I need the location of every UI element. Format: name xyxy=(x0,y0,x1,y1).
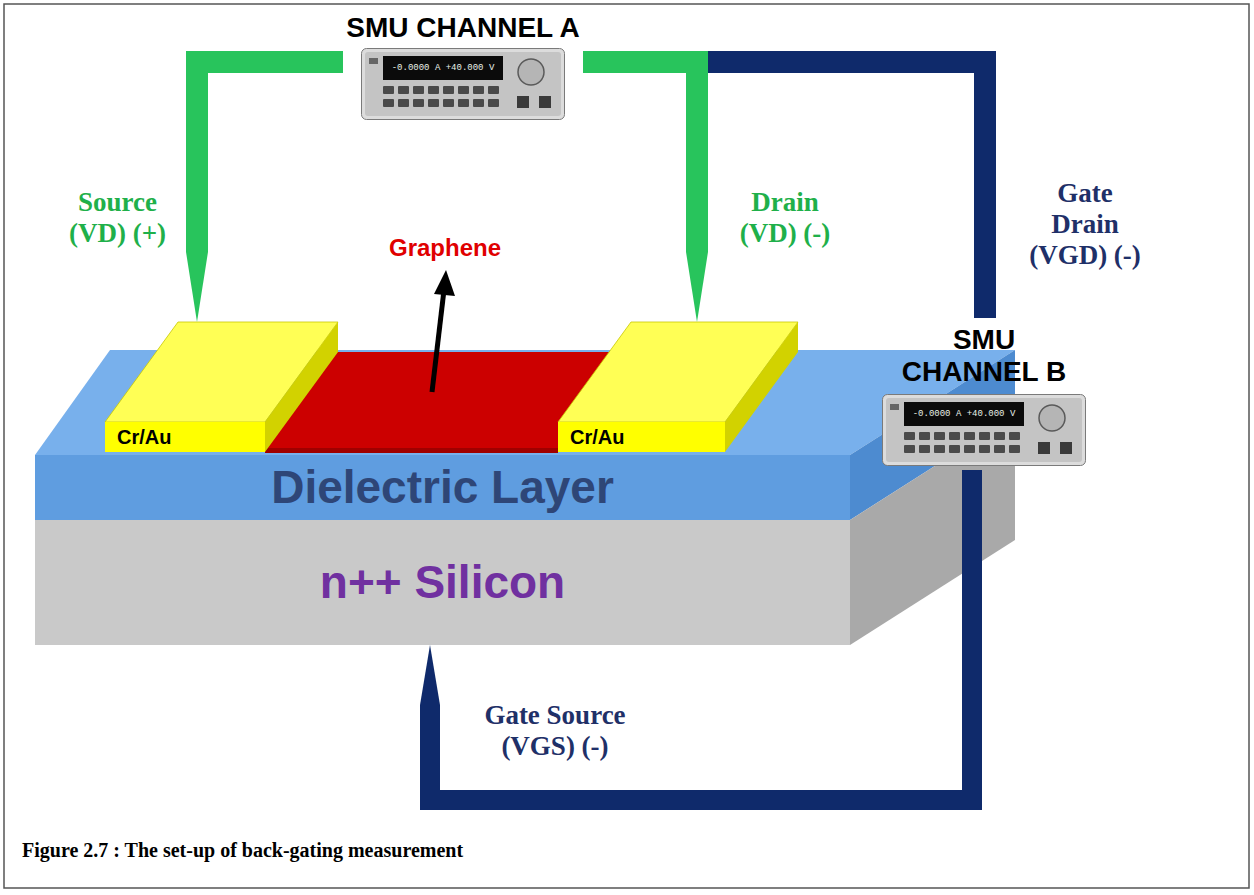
instrument-output-key xyxy=(517,96,529,108)
instrument-screen xyxy=(904,402,1024,426)
instrument-key xyxy=(919,432,930,440)
cr-au-pad: Cr/Au xyxy=(105,322,338,452)
instrument-key xyxy=(443,99,454,107)
instrument-title: SMU CHANNEL B xyxy=(894,324,1074,388)
instrument-key xyxy=(398,99,409,107)
pad-label: Cr/Au xyxy=(105,422,265,452)
instrument-panel xyxy=(365,52,561,116)
instrument-key xyxy=(473,99,484,107)
instrument-key xyxy=(413,99,424,107)
instrument-output-key xyxy=(1038,442,1050,454)
instrument-key xyxy=(904,432,915,440)
instrument-key xyxy=(428,86,439,94)
instrument-key xyxy=(949,432,960,440)
instrument-title: SMU CHANNEL A xyxy=(343,12,583,44)
cr-au-pad: Cr/Au xyxy=(558,322,798,452)
instrument-screen xyxy=(383,56,503,80)
dielectric-layer: Dielectric Layer xyxy=(35,455,850,520)
instrument-key xyxy=(383,99,394,107)
instrument-key xyxy=(413,86,424,94)
source-probe xyxy=(186,62,343,322)
instrument-output-key xyxy=(539,96,551,108)
wire-label: Source (VD) (+) xyxy=(60,187,175,249)
instrument-key xyxy=(1009,432,1020,440)
instrument-key xyxy=(488,86,499,94)
instrument-key xyxy=(1009,445,1020,453)
instrument-output-key xyxy=(1060,442,1072,454)
wire-label: Gate Drain (VGD) (-) xyxy=(1025,178,1145,271)
instrument-key xyxy=(458,86,469,94)
pad-front-face xyxy=(558,422,725,452)
instrument-panel xyxy=(886,398,1082,462)
silicon-substrate: n++ Silicon xyxy=(35,520,850,645)
instrument-key xyxy=(949,445,960,453)
instrument-knob xyxy=(1039,405,1065,431)
drain-probe xyxy=(583,62,708,322)
pad-side-face xyxy=(725,322,798,452)
figure-caption: Figure 2.7 : The set-up of back-gating m… xyxy=(22,838,463,862)
instrument-key xyxy=(919,445,930,453)
callout-label: Graphene xyxy=(385,234,505,262)
gate-drain-wire xyxy=(583,62,985,318)
instrument-key xyxy=(964,432,975,440)
leader-arrowhead xyxy=(434,270,455,296)
smu-symbol xyxy=(882,394,1086,466)
wire-label: Drain (VD) (-) xyxy=(725,187,845,249)
leader-arrow xyxy=(432,290,444,392)
instrument-key xyxy=(428,99,439,107)
instrument-key xyxy=(934,445,945,453)
instrument-key xyxy=(994,432,1005,440)
wire-line xyxy=(197,62,343,252)
wire-line xyxy=(583,62,985,318)
instrument-key xyxy=(488,99,499,107)
figure-frame xyxy=(4,4,1249,888)
smu-instrument: SMU CHANNEL A -0.0000 A +40.000 V xyxy=(343,12,583,122)
instrument-key xyxy=(369,58,378,64)
instrument-key xyxy=(979,432,990,440)
instrument-knob xyxy=(518,59,544,85)
instrument-key xyxy=(964,445,975,453)
probe-tip xyxy=(686,252,708,322)
instrument-key xyxy=(890,404,899,410)
instrument-key xyxy=(383,86,394,94)
smu-symbol xyxy=(361,48,565,120)
instrument-key xyxy=(443,86,454,94)
screen-readout: -0.0000 A +40.000 V xyxy=(383,56,503,80)
instrument-key xyxy=(979,445,990,453)
instrument-key xyxy=(473,86,484,94)
pad-side-face xyxy=(265,322,338,452)
pad-label: Cr/Au xyxy=(558,422,725,452)
pad-front-face xyxy=(105,422,265,452)
layer-label: Dielectric Layer xyxy=(35,455,850,520)
probe-tip xyxy=(420,645,440,705)
wire-label: Gate Source (VGS) (-) xyxy=(455,700,655,762)
instrument-key xyxy=(398,86,409,94)
screen-readout: -0.0000 A +40.000 V xyxy=(904,402,1024,426)
smu-instrument: SMU CHANNEL B -0.0000 A +40.000 V xyxy=(878,318,1090,470)
instrument-key xyxy=(994,445,1005,453)
wire-line xyxy=(583,62,697,252)
instrument-body xyxy=(883,395,1086,466)
layer-label: n++ Silicon xyxy=(35,520,850,645)
instrument-key xyxy=(458,99,469,107)
probe-tip xyxy=(186,252,208,322)
graphene-edge xyxy=(265,448,558,453)
instrument-key xyxy=(934,432,945,440)
instrument-key xyxy=(904,445,915,453)
instrument-body xyxy=(362,49,565,120)
